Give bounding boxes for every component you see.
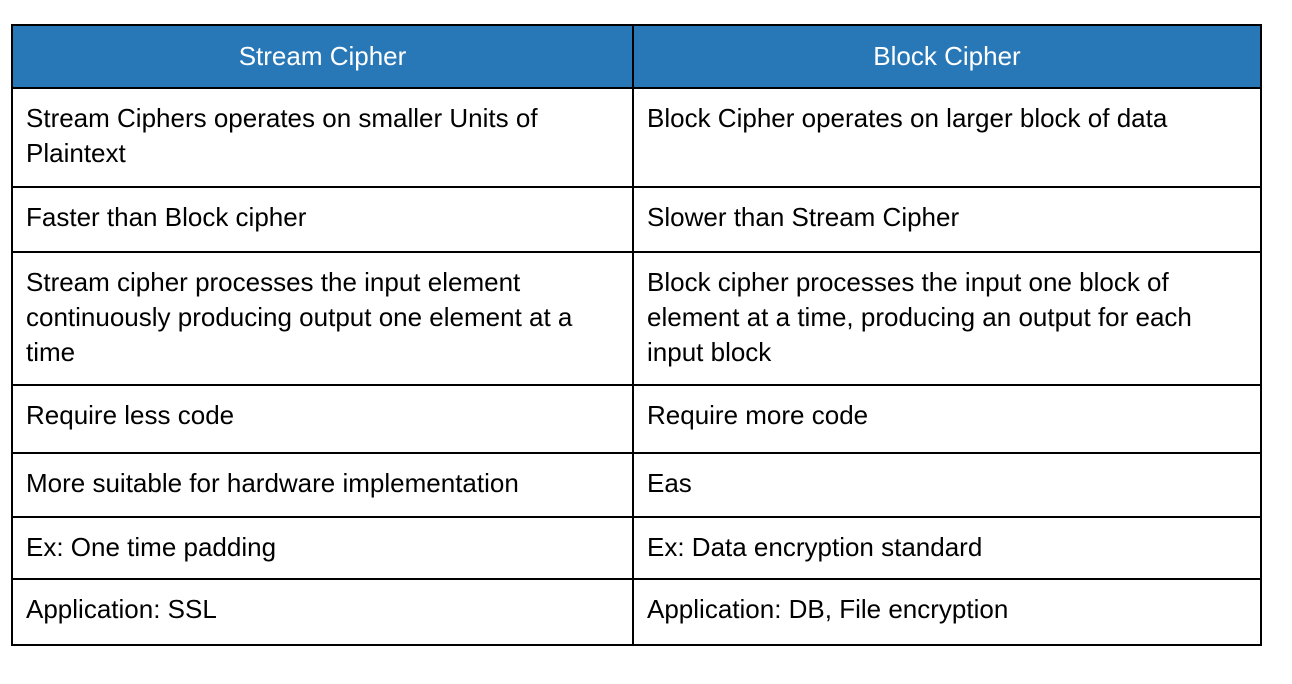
table-cell: Eas xyxy=(632,452,1262,518)
table-cell: Stream cipher processes the input elemen… xyxy=(11,251,634,386)
table-row: More suitable for hardware implementatio… xyxy=(11,452,1262,518)
table-cell: More suitable for hardware implementatio… xyxy=(11,452,634,518)
table-row: Application: SSL Application: DB, File e… xyxy=(11,578,1262,646)
table-cell: Require less code xyxy=(11,384,634,454)
table-cell: Application: DB, File encryption xyxy=(632,578,1262,646)
table-cell: Require more code xyxy=(632,384,1262,454)
header-row: Stream Cipher Block Cipher xyxy=(11,24,1262,89)
cipher-comparison-table: Stream Cipher Block Cipher Stream Cipher… xyxy=(11,24,1262,646)
table-cell: Faster than Block cipher xyxy=(11,186,634,253)
table-row: Faster than Block cipher Slower than Str… xyxy=(11,186,1262,253)
column-header-block-cipher: Block Cipher xyxy=(632,24,1262,89)
table-row: Require less code Require more code xyxy=(11,384,1262,454)
table-cell: Block Cipher operates on larger block of… xyxy=(632,87,1262,188)
table-cell: Application: SSL xyxy=(11,578,634,646)
table-cell: Slower than Stream Cipher xyxy=(632,186,1262,253)
table-row: Ex: One time padding Ex: Data encryption… xyxy=(11,516,1262,580)
table-cell: Block cipher processes the input one blo… xyxy=(632,251,1262,386)
column-header-stream-cipher: Stream Cipher xyxy=(11,24,634,89)
table-row: Stream Ciphers operates on smaller Units… xyxy=(11,87,1262,188)
table-row: Stream cipher processes the input elemen… xyxy=(11,251,1262,386)
table-cell: Ex: One time padding xyxy=(11,516,634,580)
table-cell: Stream Ciphers operates on smaller Units… xyxy=(11,87,634,188)
table-cell: Ex: Data encryption standard xyxy=(632,516,1262,580)
